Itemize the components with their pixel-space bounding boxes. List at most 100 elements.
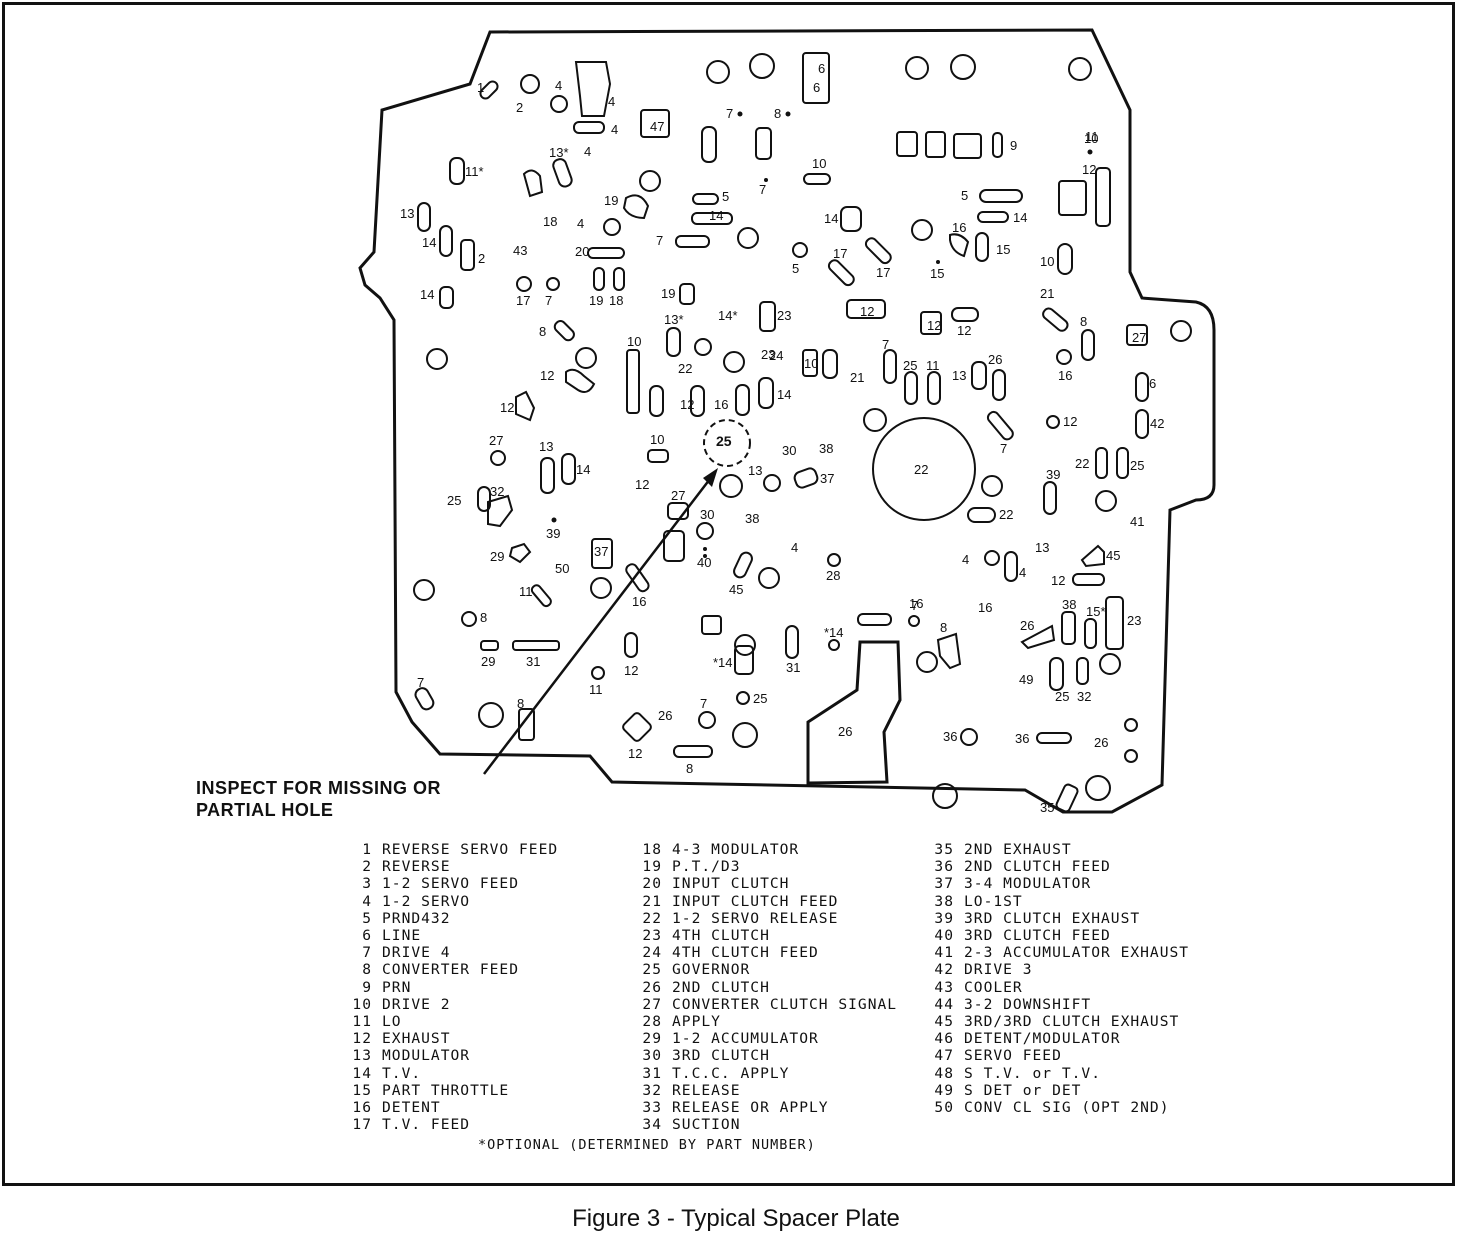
hole-slot xyxy=(1042,307,1069,332)
plate-hole-label: 35 xyxy=(1040,800,1054,815)
legend-number: 2 xyxy=(362,858,372,876)
hole-slot xyxy=(822,349,838,379)
plate-hole-label: 17 xyxy=(833,246,847,261)
plate-outline xyxy=(358,28,1216,814)
hole-circle xyxy=(932,783,958,809)
legend-name: RELEASE xyxy=(672,1081,741,1099)
suction-34-outline xyxy=(806,640,902,785)
plate-hole-label: 9 xyxy=(1010,138,1017,153)
plate-hole-label: 14 xyxy=(709,208,723,223)
plate-hole-label: 4 xyxy=(611,122,618,137)
legend-row: 6 LINE xyxy=(340,927,558,944)
hole-slot xyxy=(1116,447,1129,479)
hole-irregular xyxy=(574,61,612,117)
plate-hole-label: 11* xyxy=(465,164,484,179)
plate-hole-label: 28 xyxy=(826,568,840,583)
plate-hole-label: 13 xyxy=(539,439,553,454)
legend-name: 3RD CLUTCH xyxy=(672,1047,770,1065)
hole-slot xyxy=(552,158,573,188)
legend-name: 1-2 SERVO RELEASE xyxy=(672,909,839,927)
legend-number: 47 xyxy=(934,1047,954,1065)
hole-slot xyxy=(691,212,733,225)
plate-hole-label: 20 xyxy=(575,244,589,259)
hole-slot xyxy=(755,127,772,160)
release-32-circle xyxy=(872,417,976,521)
hole-circle xyxy=(763,474,781,492)
hole-circle xyxy=(461,611,477,627)
plate-hole-label: 47 xyxy=(650,119,664,134)
hole-circle xyxy=(1099,653,1121,675)
hole-circle xyxy=(827,553,841,567)
hole-slot xyxy=(1061,611,1076,645)
hole-slot xyxy=(540,457,555,494)
legend-number: 6 xyxy=(362,927,372,945)
plate-hole-label: 21 xyxy=(850,370,864,385)
hole-circle xyxy=(1095,490,1117,512)
hole-slot xyxy=(904,371,918,405)
legend-name: T.C.C. APPLY xyxy=(672,1064,790,1082)
hole-circle xyxy=(863,408,887,432)
hole-irregular xyxy=(1080,544,1105,568)
legend-number: 29 xyxy=(642,1030,662,1048)
legend-number: 20 xyxy=(642,875,662,893)
hole-circle xyxy=(1170,320,1192,342)
hole-dot xyxy=(1087,149,1093,155)
plate-hole-label: 25 xyxy=(1130,458,1144,473)
legend-name: PART THROTTLE xyxy=(382,1081,510,1099)
plate-hole-label: 11 xyxy=(1085,129,1099,144)
legend-name: PRN xyxy=(382,978,412,996)
hole-dot xyxy=(936,260,940,264)
hole-irregular xyxy=(949,233,970,258)
callout-arrowhead xyxy=(703,468,718,487)
legend-name: LINE xyxy=(382,927,422,945)
hole-circle xyxy=(546,277,560,291)
hole-slot xyxy=(1072,573,1105,586)
legend-name: REVERSE SERVO FEED xyxy=(382,841,559,858)
plate-hole-label: 6 xyxy=(818,61,825,76)
plate-hole-label: 2 xyxy=(516,100,523,115)
plate-hole-label: 24 xyxy=(769,348,783,363)
plate-hole-label: 4 xyxy=(584,144,591,159)
plate-hole-label: 12 xyxy=(957,323,971,338)
hole-slot xyxy=(927,371,941,405)
hole-slot xyxy=(1135,409,1149,439)
legend-name: 3RD/3RD CLUTCH EXHAUST xyxy=(964,1013,1180,1031)
hole-circle xyxy=(591,666,605,680)
hole-circle xyxy=(749,53,775,79)
legend-number: 31 xyxy=(642,1064,662,1082)
legend-name: 2ND CLUTCH xyxy=(672,978,770,996)
plate-hole-label: 10 xyxy=(812,156,826,171)
hole-slot xyxy=(735,384,750,416)
hole-slot xyxy=(971,361,987,390)
plate-hole-label: 10 xyxy=(1084,131,1098,146)
hole-14-box xyxy=(1058,180,1087,216)
plate-hole-label: 27 xyxy=(1132,330,1146,345)
plate-hole-label: 49 xyxy=(1019,672,1033,687)
hole-slot xyxy=(449,157,465,185)
plate-hole-label: 13 xyxy=(748,463,762,478)
legend-number: 28 xyxy=(642,1013,662,1031)
plate-hole-label: 26 xyxy=(988,352,1002,367)
plate-hole-label: 50 xyxy=(555,561,569,576)
legend-number: 43 xyxy=(934,978,954,996)
legend-number: 10 xyxy=(352,995,372,1013)
figure-frame xyxy=(2,2,1455,1186)
hole-slot xyxy=(573,121,605,134)
hole-dot xyxy=(737,111,743,117)
legend-number: 44 xyxy=(934,995,954,1013)
plate-hole-label: 40 xyxy=(697,555,711,570)
hole-slot xyxy=(793,467,819,489)
hole-slot xyxy=(785,625,799,659)
